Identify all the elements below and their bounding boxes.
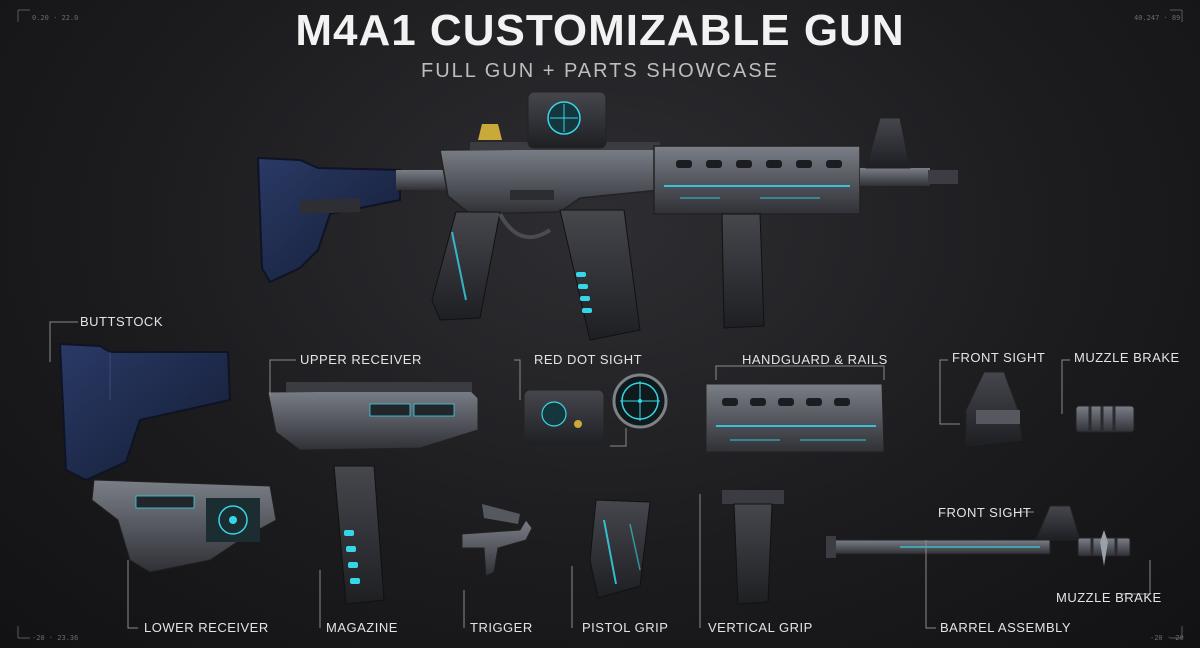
full-gun-illustration	[256, 91, 958, 341]
label-red-dot-sight: RED DOT SIGHT	[534, 352, 643, 367]
muzzle-brake-leader	[1061, 359, 1070, 414]
label-lower-receiver: LOWER RECEIVER	[144, 620, 269, 635]
red-dot-sight-part	[523, 373, 668, 447]
buttstock-leader	[49, 321, 78, 362]
front-sight-leader	[939, 359, 960, 425]
label-magazine: MAGAZINE	[326, 620, 398, 635]
label-trigger: TRIGGER	[470, 620, 533, 635]
label-vertical-grip: VERTICAL GRIP	[708, 620, 813, 635]
label-upper-receiver: UPPER RECEIVER	[300, 352, 422, 367]
label-barrel-assembly: BARREL ASSEMBLY	[940, 620, 1072, 635]
label-handguard-rails: HANDGUARD & RAILS	[742, 352, 888, 367]
muzzle-brake-part	[1075, 405, 1135, 433]
frame-corners	[17, 9, 1183, 639]
label-barrel-muzzle-brake: MUZZLE BRAKE	[1056, 590, 1162, 605]
pistol-grip-part	[589, 499, 651, 599]
front-sight-part	[965, 371, 1023, 447]
label-buttstock: BUTTSTOCK	[80, 314, 163, 329]
handguard-part	[705, 383, 885, 453]
upper-receiver-part	[267, 382, 479, 451]
buttstock-part	[58, 342, 232, 482]
red-dot-leader	[514, 359, 627, 447]
corner-readout-bottom-left: -20 · 23.36	[32, 634, 79, 642]
barrel-leaders	[925, 511, 1151, 629]
label-front-sight: FRONT SIGHT	[952, 350, 1046, 365]
label-pistol-grip: PISTOL GRIP	[582, 620, 669, 635]
page-title: M4A1 CUSTOMIZABLE GUN	[295, 6, 905, 55]
corner-readout-bottom-right: -20 · 20	[1150, 634, 1184, 642]
vertical-grip-part	[722, 490, 784, 605]
handguard-leader	[715, 365, 885, 380]
corner-readout-top-left: 0.20 · 22.0	[32, 14, 79, 22]
corner-readout-top-right: 40.247 · 89	[1134, 14, 1181, 22]
label-muzzle-brake: MUZZLE BRAKE	[1074, 350, 1180, 365]
upper-receiver-leader	[269, 359, 296, 396]
lower-receiver-part	[91, 479, 277, 573]
label-barrel-front-sight: FRONT SIGHT	[938, 505, 1032, 520]
barrel-assembly-part	[826, 505, 1131, 566]
magazine-part	[333, 465, 385, 605]
lower-receiver-leader	[127, 560, 138, 629]
page-subtitle: FULL GUN + PARTS SHOWCASE	[420, 60, 780, 82]
trigger-part	[461, 504, 533, 577]
